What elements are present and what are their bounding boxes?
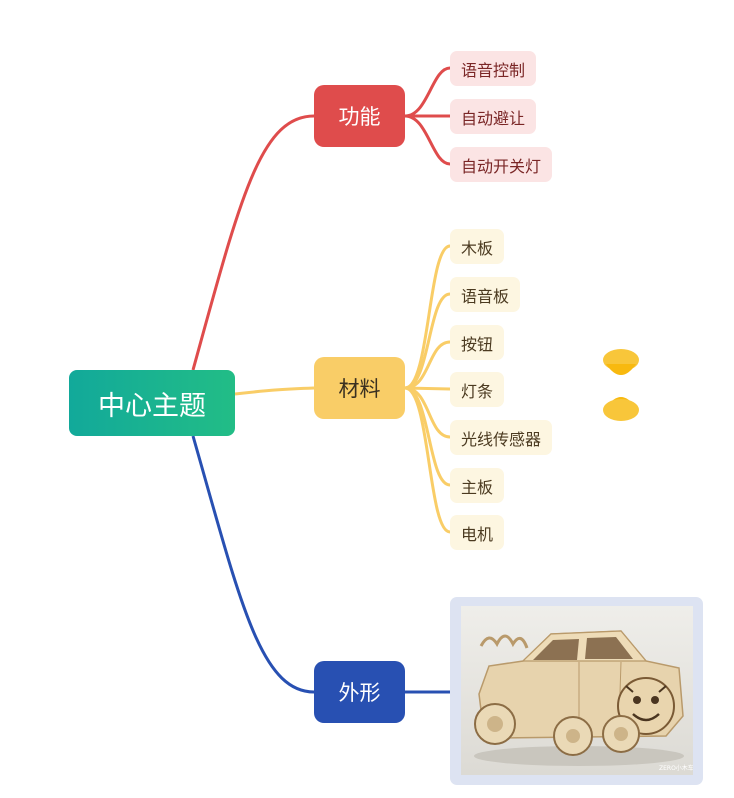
branch-function[interactable]: 功能 [314, 85, 405, 147]
leaf-light-strip[interactable]: 灯条 [450, 372, 505, 407]
leaf-wood-board[interactable]: 木板 [450, 229, 505, 264]
leaf-auto-avoid[interactable]: 自动避让 [450, 99, 537, 134]
hourglass-icon [603, 349, 639, 421]
link-material-leaf [404, 244, 451, 390]
leaf-mainboard[interactable]: 主板 [450, 468, 505, 503]
link-function-leaf [404, 66, 451, 118]
link-root-function [191, 114, 315, 371]
car-image: ZERO小木车 [461, 606, 693, 775]
link-material-leaf [404, 386, 451, 534]
leaf-light-sensor[interactable]: 光线传感器 [450, 420, 553, 455]
link-material-leaf [404, 292, 451, 390]
image-watermark: ZERO小木车 [659, 764, 693, 772]
link-root-appearance [191, 435, 315, 694]
leaf-voice-board[interactable]: 语音板 [450, 277, 521, 312]
leaf-motor[interactable]: 电机 [450, 515, 505, 550]
leaf-voice-control[interactable]: 语音控制 [450, 51, 537, 86]
link-root-material [234, 386, 315, 396]
image-card[interactable]: ZERO小木车 [450, 597, 703, 785]
leaf-button[interactable]: 按钮 [450, 325, 505, 360]
root-topic[interactable]: 中心主题 [69, 370, 235, 436]
link-function-leaf [404, 114, 451, 166]
branch-appearance[interactable]: 外形 [314, 661, 405, 723]
branch-material[interactable]: 材料 [314, 357, 405, 419]
leaf-auto-light[interactable]: 自动开关灯 [450, 147, 553, 182]
